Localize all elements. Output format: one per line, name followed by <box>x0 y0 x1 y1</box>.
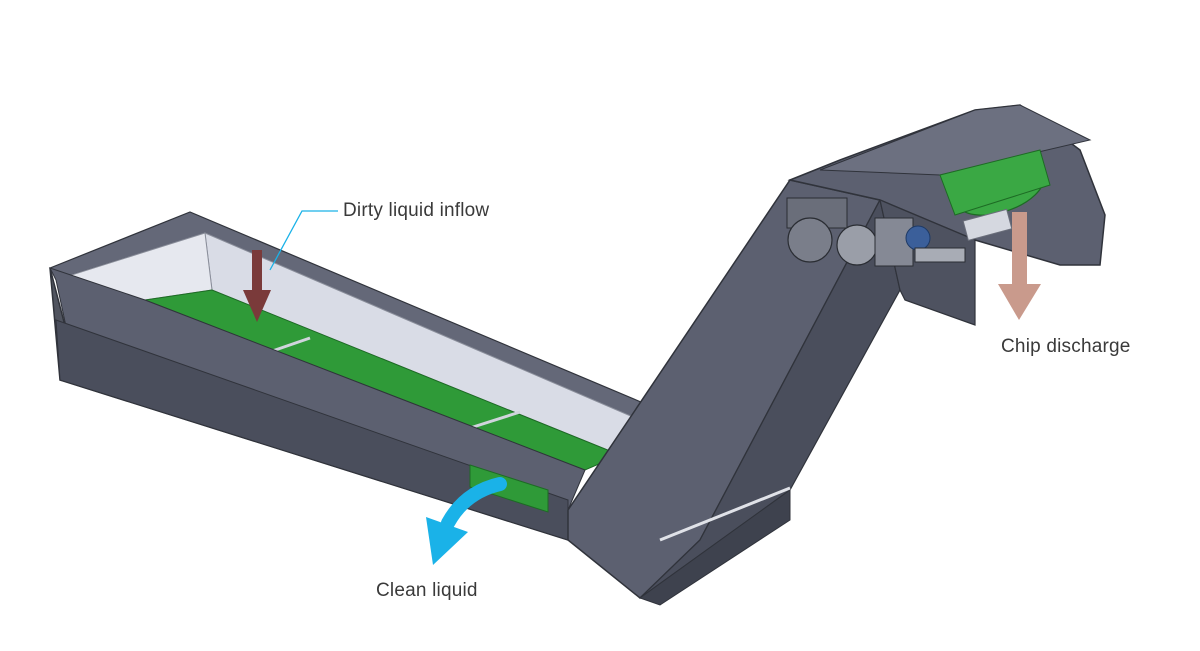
clean-liquid-outlet <box>469 464 549 513</box>
clean-liquid-arrow <box>426 477 507 565</box>
shaft-housing <box>962 208 1013 241</box>
riser-edge-highlight <box>659 486 791 542</box>
motor <box>787 217 833 263</box>
belt-seam <box>469 410 521 430</box>
riser-lower-panel <box>638 489 791 606</box>
gearbox <box>836 224 878 266</box>
dirty-liquid-inflow-label: Dirty liquid inflow <box>343 200 490 221</box>
roller-body <box>939 149 1051 216</box>
coupling <box>905 225 931 251</box>
tension-bolt <box>914 247 966 263</box>
dirty-inflow-arrow <box>243 250 271 322</box>
reducer <box>874 217 914 267</box>
chip-discharge-arrow <box>998 212 1041 320</box>
clean-liquid-label: Clean liquid <box>376 580 478 601</box>
dirty-inflow-leader <box>269 210 338 271</box>
head-top-cover <box>819 104 1092 176</box>
chip-discharge-label: Chip discharge <box>1001 336 1131 357</box>
